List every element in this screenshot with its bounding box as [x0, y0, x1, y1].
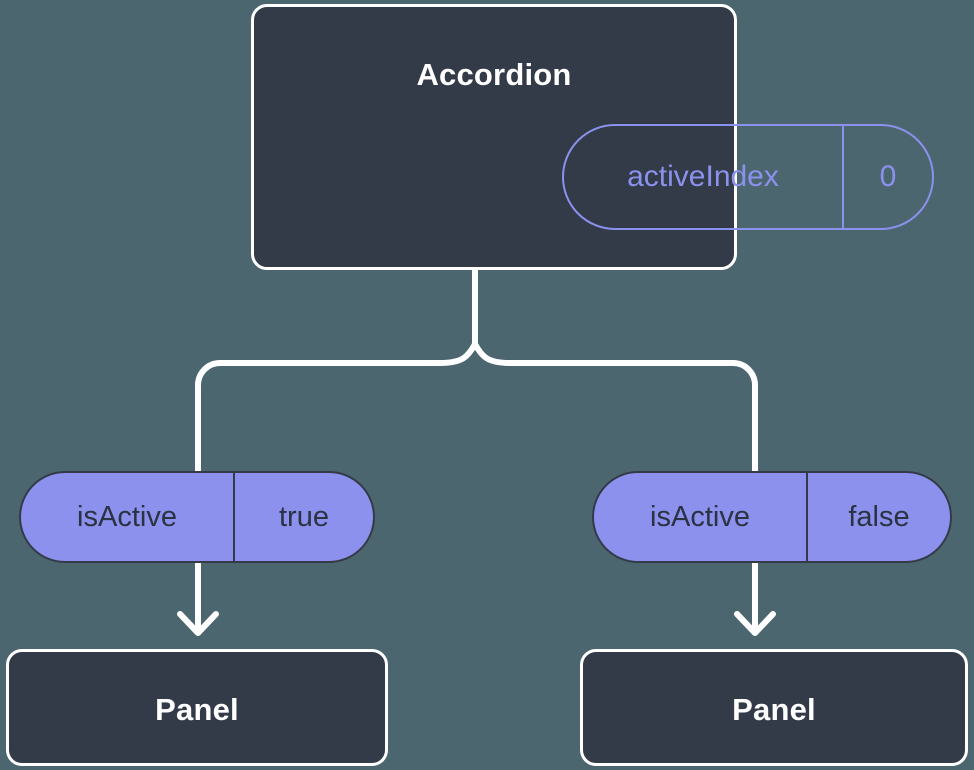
arrow-right-head-icon	[734, 611, 776, 636]
accordion-title: Accordion	[416, 57, 572, 92]
prop-pill-left-key: isActive	[77, 500, 177, 533]
state-pill-active-index[interactable]: activeIndex 0	[562, 124, 934, 230]
prop-pill-is-active-false[interactable]: isActive false	[592, 471, 952, 563]
panel-left-title: Panel	[155, 692, 239, 727]
prop-pill-right-value: false	[806, 473, 950, 561]
state-pill-key: activeIndex	[627, 160, 779, 193]
panel-component-box-right[interactable]: Panel	[580, 649, 968, 766]
panel-right-title: Panel	[732, 692, 816, 727]
state-pill-value: 0	[842, 126, 932, 228]
prop-pill-is-active-true[interactable]: isActive true	[19, 471, 375, 563]
panel-component-box-left[interactable]: Panel	[6, 649, 388, 766]
connector-branch-bracket	[195, 341, 758, 475]
arrow-left-head-icon	[177, 611, 219, 636]
prop-pill-right-key: isActive	[650, 500, 750, 533]
accordion-component-box[interactable]: Accordion activeIndex 0	[251, 4, 934, 270]
prop-pill-left-value: true	[233, 473, 373, 561]
